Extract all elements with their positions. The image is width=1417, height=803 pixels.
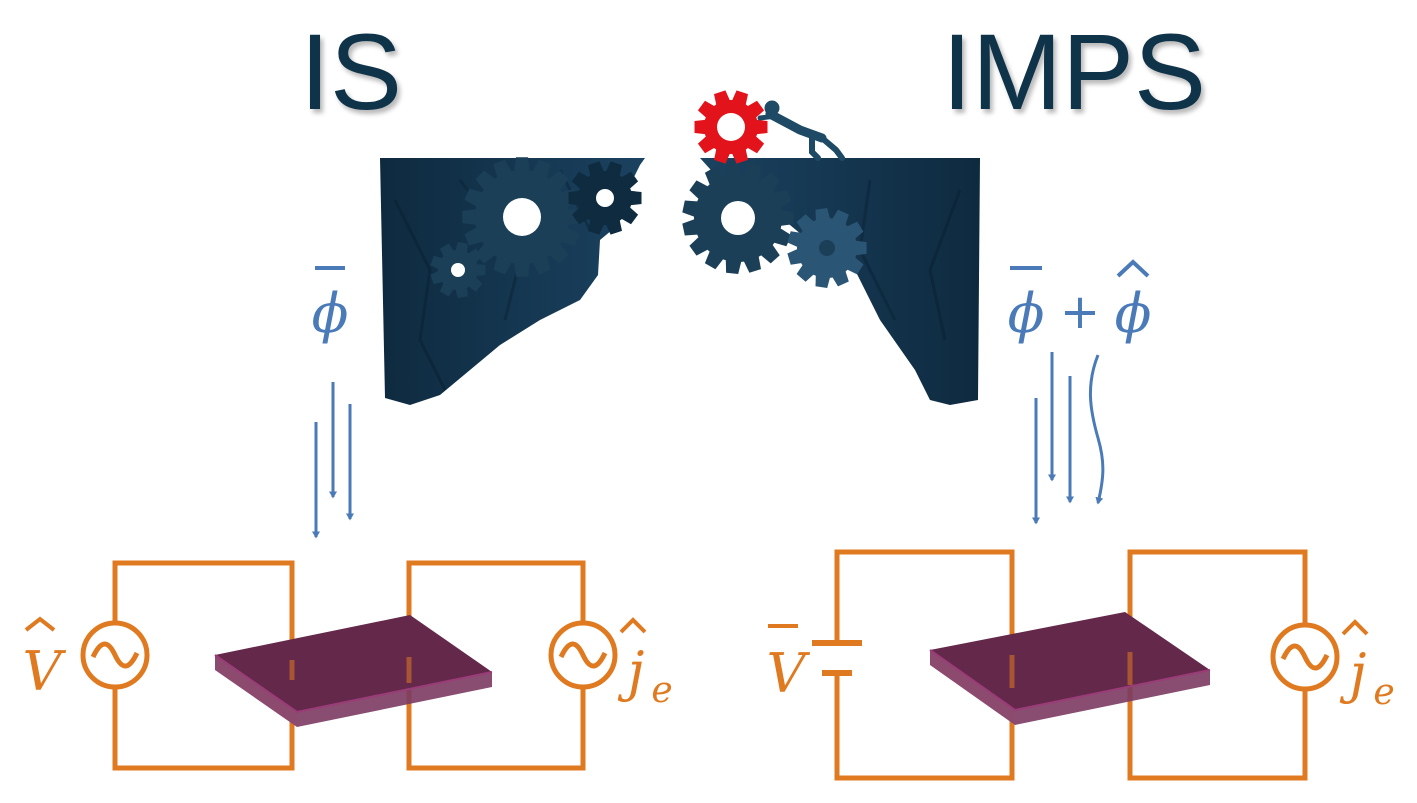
gear-hole	[503, 198, 541, 236]
right-circuit-front-wires	[1009, 652, 1133, 688]
left-current-label: j e	[618, 617, 673, 711]
left-voltage-source	[80, 620, 150, 690]
left-cell-slab	[214, 615, 493, 727]
left-voltage-label: V	[23, 616, 67, 703]
left-flux-symbol: ϕ	[312, 282, 349, 345]
gear-icon	[787, 208, 867, 288]
red-gear-icon	[694, 90, 768, 164]
right-voltage-symbol: V	[767, 642, 811, 705]
right-circuit	[834, 549, 1308, 781]
gear-icon	[568, 161, 642, 235]
left-flux-arrows	[312, 382, 354, 539]
gear-hole	[721, 201, 755, 235]
right-current-symbol: j	[1340, 642, 1367, 705]
title-is: IS	[300, 11, 403, 132]
right-current-subscript: e	[1373, 672, 1394, 713]
gear-hole	[451, 263, 465, 277]
right-flux-ac-symbol: ϕ	[1115, 282, 1152, 345]
right-flux-label: ϕ + ϕ	[1008, 259, 1152, 345]
pushing-person-icon	[757, 100, 845, 161]
left-voltage-symbol: V	[23, 640, 67, 703]
left-flux-label: ϕ	[312, 266, 349, 345]
right-voltage-label: V	[767, 624, 811, 705]
gear-icon	[430, 242, 486, 298]
right-cell-slab	[929, 612, 1211, 725]
left-circuit-front-wires	[289, 657, 412, 683]
right-current-label: j e	[1340, 619, 1395, 713]
gear-hole	[717, 113, 745, 141]
battery-icon	[812, 640, 862, 676]
title-imps: IMPS	[942, 11, 1207, 132]
plus-sign: +	[1060, 284, 1100, 340]
right-flux-dc-symbol: ϕ	[1008, 282, 1045, 345]
gear-hole	[819, 240, 835, 256]
left-current-source	[548, 620, 618, 690]
gear-icon	[682, 162, 794, 274]
left-circuit	[112, 560, 586, 771]
right-flux-arrows	[1032, 352, 1105, 525]
gear-icon	[462, 157, 582, 277]
gear-hole	[596, 189, 614, 207]
left-current-subscript: e	[651, 670, 672, 711]
left-current-symbol: j	[618, 640, 645, 703]
right-current-source	[1270, 622, 1340, 692]
